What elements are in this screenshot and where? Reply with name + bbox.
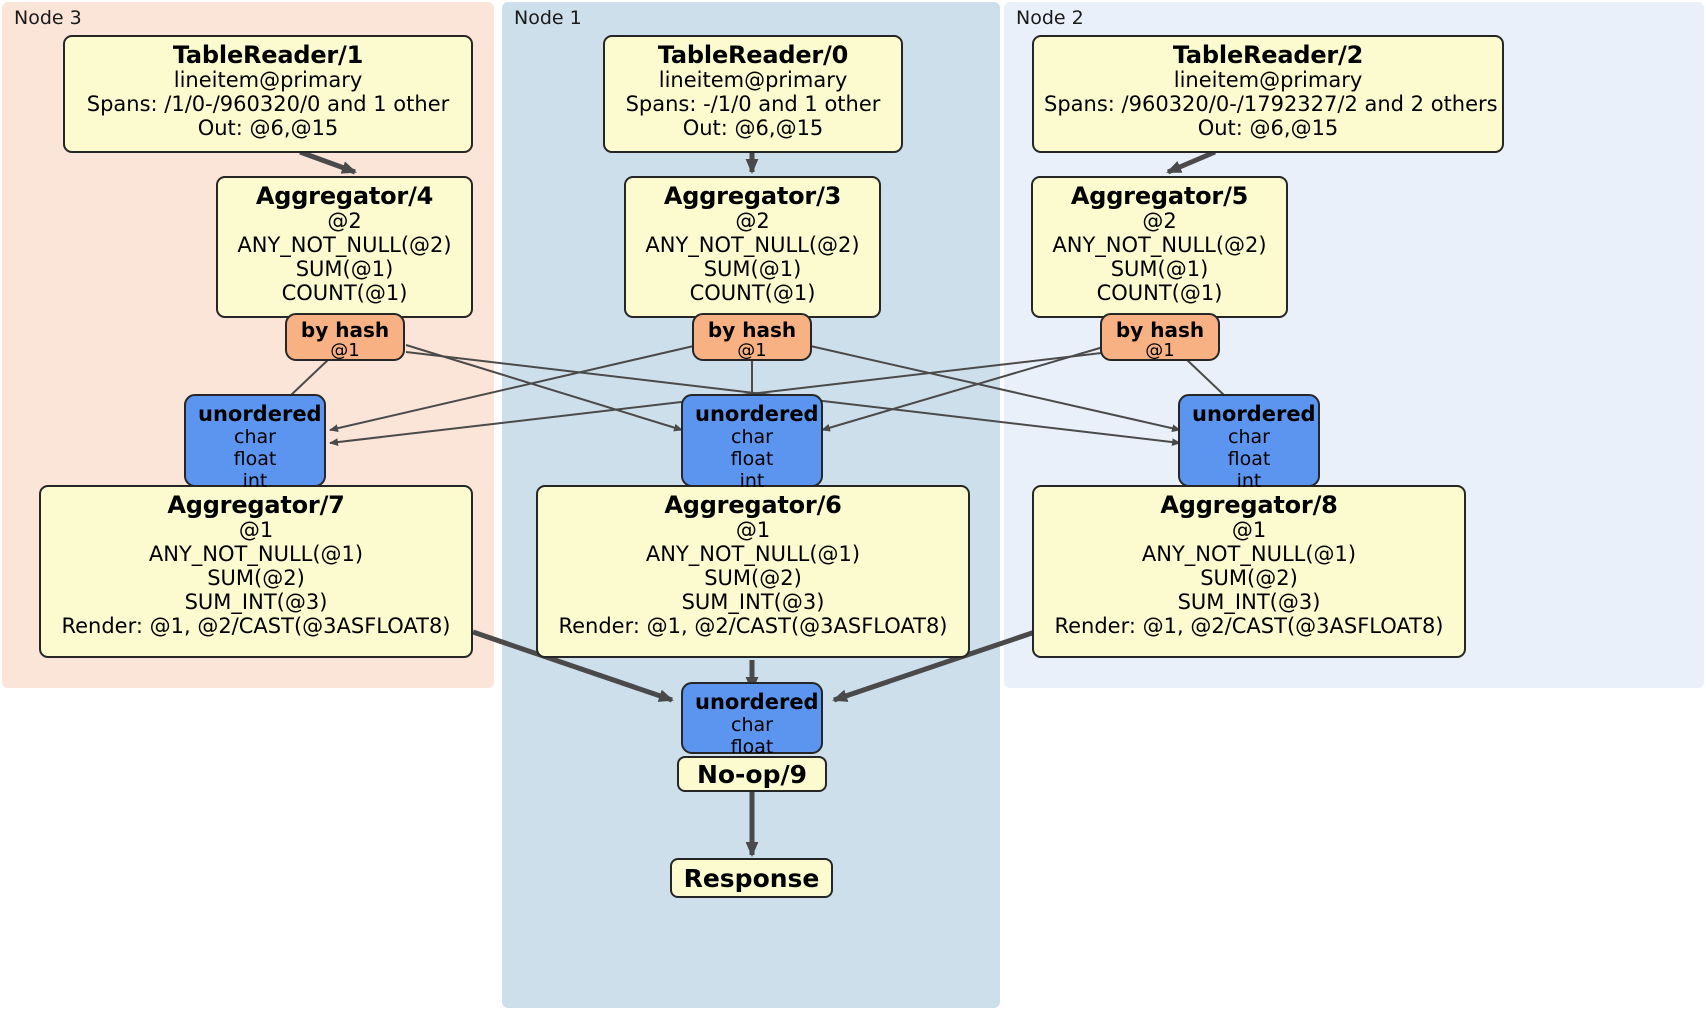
processor-line: ANY_NOT_NULL(@1) xyxy=(1141,542,1357,567)
receiver-line: char xyxy=(1228,426,1270,449)
router-line: @1 xyxy=(1145,340,1175,362)
processor-title: Aggregator/5 xyxy=(1070,182,1249,210)
processor-line: Render: @1, @2/CAST(@3ASFLOAT8) xyxy=(1054,614,1444,639)
processor-title: TableReader/2 xyxy=(1172,41,1364,69)
receiver-unordered-aggregator8[interactable]: unordered char float int xyxy=(1178,394,1320,492)
processor-title: Aggregator/7 xyxy=(167,491,345,519)
receiver-unordered-aggregator7[interactable]: unordered char float int xyxy=(184,394,326,492)
processor-line: SUM_INT(@3) xyxy=(681,590,825,615)
processor-aggregator5[interactable]: Aggregator/5 @2 ANY_NOT_NULL(@2) SUM(@1)… xyxy=(1031,176,1288,318)
processor-title: Response xyxy=(683,863,820,893)
router-title: by hash xyxy=(300,318,390,342)
router-title: by hash xyxy=(1115,318,1205,342)
processor-line: Spans: -/1/0 and 1 other xyxy=(625,92,881,117)
processor-line: Render: @1, @2/CAST(@3ASFLOAT8) xyxy=(61,614,451,639)
processor-line: Render: @1, @2/CAST(@3ASFLOAT8) xyxy=(558,614,948,639)
processor-line: SUM(@2) xyxy=(1200,566,1298,591)
processor-line: Spans: /960320/0-/1792327/2 and 2 others xyxy=(1044,92,1498,117)
processor-line: @2 xyxy=(1142,209,1177,234)
processor-line: SUM(@2) xyxy=(207,566,305,591)
processor-line: ANY_NOT_NULL(@2) xyxy=(645,233,860,258)
receiver-title: unordered xyxy=(695,402,819,426)
receiver-line: int xyxy=(1236,470,1262,493)
processor-line: SUM_INT(@3) xyxy=(1177,590,1321,615)
processor-noop9[interactable]: No-op/9 xyxy=(677,756,827,792)
router-line: @1 xyxy=(330,340,360,362)
processor-title: No-op/9 xyxy=(696,759,808,789)
processor-line: SUM(@1) xyxy=(1110,257,1209,282)
receiver-line: char xyxy=(731,426,773,449)
processor-line: SUM(@2) xyxy=(704,566,802,591)
node-label-node2: Node 2 xyxy=(1016,7,1084,29)
receiver-title: unordered xyxy=(1192,402,1316,426)
processor-line: COUNT(@1) xyxy=(689,281,816,306)
processor-line: lineitem@primary xyxy=(1173,68,1363,93)
receiver-unordered-aggregator6[interactable]: unordered char float int xyxy=(681,394,823,492)
node-label-node3: Node 3 xyxy=(14,7,82,29)
processor-line: Out: @6,@15 xyxy=(1197,116,1339,141)
processor-line: COUNT(@1) xyxy=(1096,281,1223,306)
processor-line: Spans: /1/0-/960320/0 and 1 other xyxy=(86,92,450,117)
processor-tablereader2[interactable]: TableReader/2 lineitem@primary Spans: /9… xyxy=(1032,35,1504,153)
receiver-line: int xyxy=(739,470,765,493)
processor-tablereader0[interactable]: TableReader/0 lineitem@primary Spans: -/… xyxy=(603,35,903,153)
processor-aggregator6[interactable]: Aggregator/6 @1 ANY_NOT_NULL(@1) SUM(@2)… xyxy=(536,485,970,658)
receiver-line: char xyxy=(731,714,773,737)
receiver-title: unordered xyxy=(695,690,819,714)
processor-aggregator3[interactable]: Aggregator/3 @2 ANY_NOT_NULL(@2) SUM(@1)… xyxy=(624,176,881,318)
router-line: @1 xyxy=(737,340,767,362)
processor-title: Aggregator/8 xyxy=(1160,491,1338,519)
processor-line: @1 xyxy=(1231,518,1267,543)
processor-aggregator4[interactable]: Aggregator/4 @2 ANY_NOT_NULL(@2) SUM(@1)… xyxy=(216,176,473,318)
processor-title: TableReader/0 xyxy=(657,41,849,69)
processor-line: COUNT(@1) xyxy=(281,281,408,306)
processor-response[interactable]: Response xyxy=(670,858,833,898)
router-title: by hash xyxy=(707,318,797,342)
processor-line: SUM_INT(@3) xyxy=(184,590,328,615)
processor-line: Out: @6,@15 xyxy=(682,116,824,141)
receiver-line: float xyxy=(730,448,774,471)
processor-tablereader1[interactable]: TableReader/1 lineitem@primary Spans: /1… xyxy=(63,35,473,153)
receiver-line: float xyxy=(1227,448,1271,471)
receiver-line: char xyxy=(234,426,276,449)
processor-line: @1 xyxy=(238,518,274,543)
processor-title: Aggregator/4 xyxy=(255,182,434,210)
processor-title: Aggregator/3 xyxy=(663,182,842,210)
receiver-line: float xyxy=(730,736,774,759)
receiver-line: float xyxy=(233,448,277,471)
processor-line: @1 xyxy=(735,518,771,543)
processor-line: SUM(@1) xyxy=(703,257,802,282)
processor-line: ANY_NOT_NULL(@2) xyxy=(237,233,452,258)
processor-title: TableReader/1 xyxy=(172,41,364,69)
processor-line: @2 xyxy=(735,209,770,234)
processor-title: Aggregator/6 xyxy=(664,491,842,519)
node-label-node1: Node 1 xyxy=(514,7,582,29)
processor-line: SUM(@1) xyxy=(295,257,394,282)
processor-line: ANY_NOT_NULL(@1) xyxy=(645,542,861,567)
router-byhash-aggregator4[interactable]: by hash @1 xyxy=(285,313,405,361)
processor-line: @2 xyxy=(327,209,362,234)
processor-line: Out: @6,@15 xyxy=(197,116,339,141)
receiver-unordered-noop9[interactable]: unordered char float xyxy=(681,682,823,758)
processor-line: ANY_NOT_NULL(@2) xyxy=(1052,233,1267,258)
processor-line: lineitem@primary xyxy=(658,68,848,93)
router-byhash-aggregator5[interactable]: by hash @1 xyxy=(1100,313,1220,361)
router-byhash-aggregator3[interactable]: by hash @1 xyxy=(692,313,812,361)
processor-aggregator7[interactable]: Aggregator/7 @1 ANY_NOT_NULL(@1) SUM(@2)… xyxy=(39,485,473,658)
receiver-line: int xyxy=(242,470,268,493)
receiver-title: unordered xyxy=(198,402,322,426)
processor-line: lineitem@primary xyxy=(173,68,363,93)
processor-aggregator8[interactable]: Aggregator/8 @1 ANY_NOT_NULL(@1) SUM(@2)… xyxy=(1032,485,1466,658)
processor-line: ANY_NOT_NULL(@1) xyxy=(148,542,364,567)
